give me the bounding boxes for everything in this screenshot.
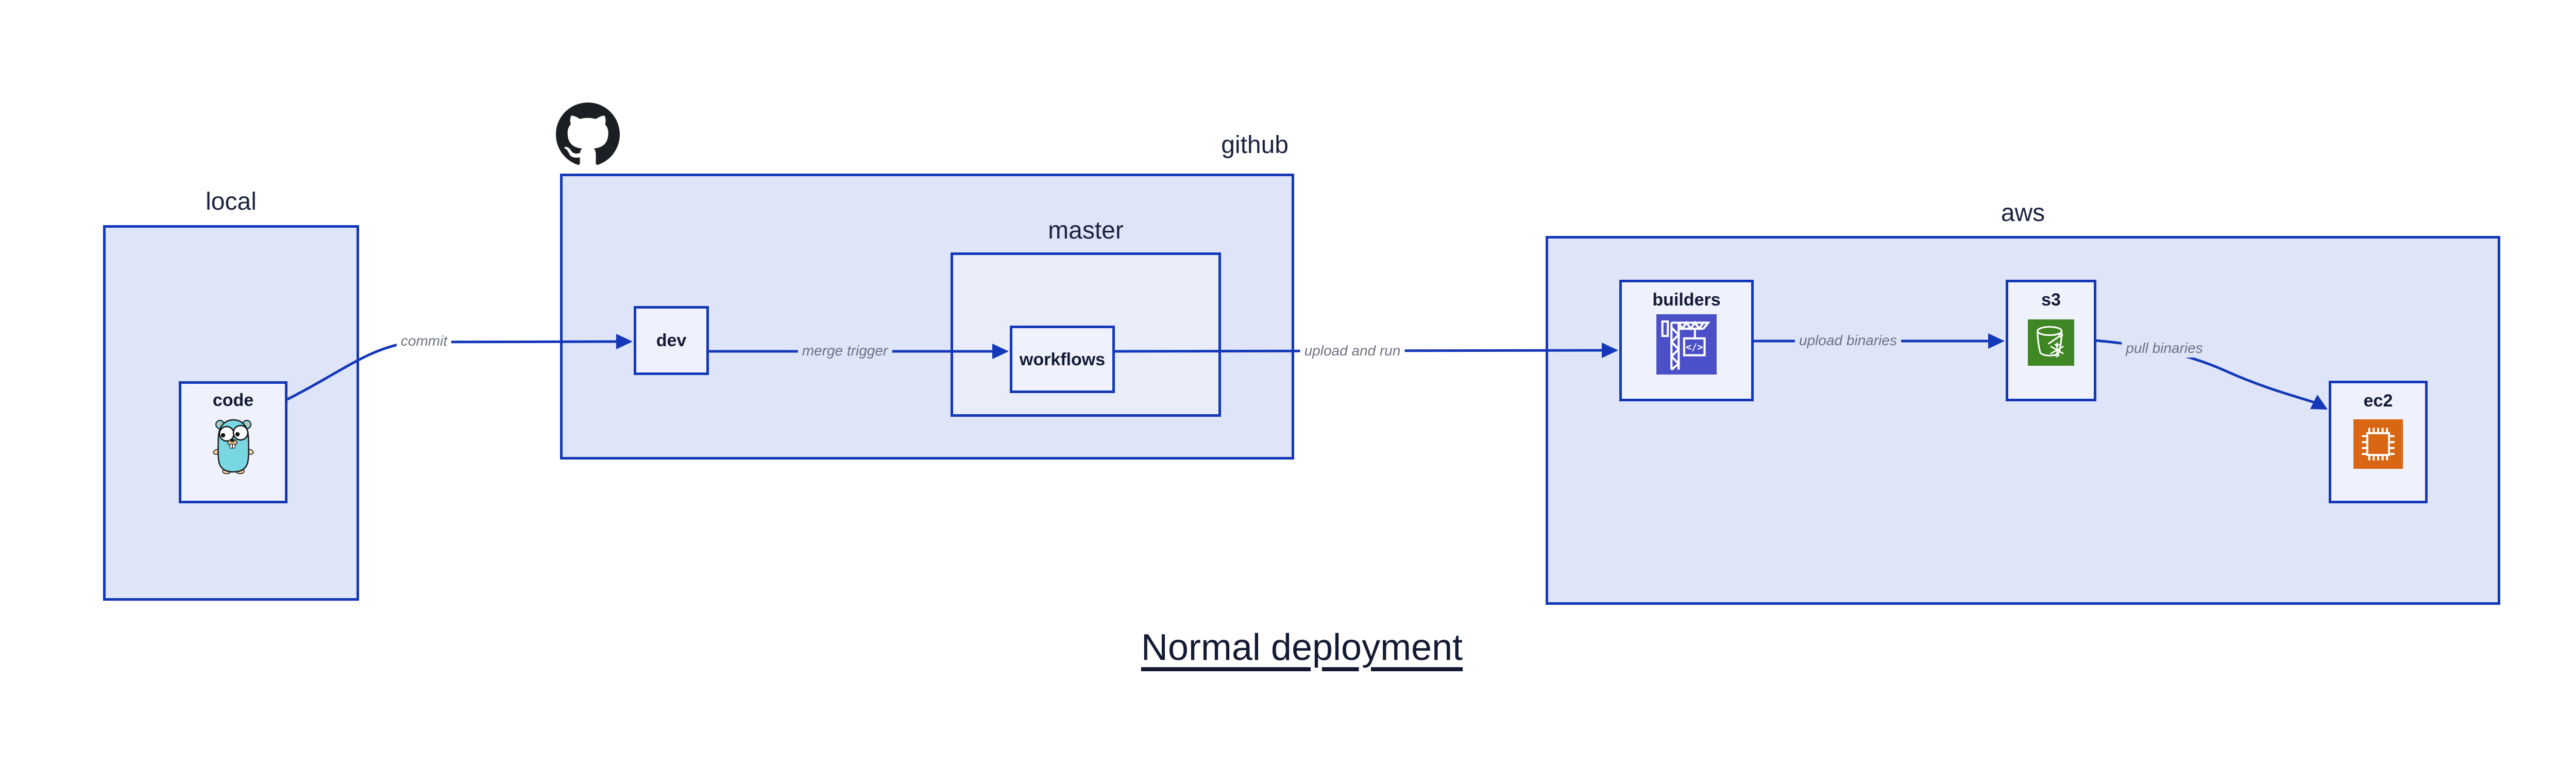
- group-label-aws: aws: [2001, 199, 2045, 227]
- edge-commit: [285, 334, 633, 401]
- gopher-icon: [212, 419, 254, 474]
- github-logo-icon: [556, 103, 620, 165]
- group-label-master: master: [1048, 217, 1124, 244]
- codebuild-crane-icon: </>: [1656, 314, 1717, 375]
- node-builders: builders </>: [1619, 280, 1754, 401]
- edge-label-pull-binaries: pull binaries: [2122, 339, 2207, 358]
- group-label-github: github: [1221, 131, 1289, 159]
- edge-label-upload-binaries: upload binaries: [1795, 331, 1901, 350]
- node-s3: s3: [2006, 280, 2096, 401]
- s3-bucket-icon: [2028, 319, 2074, 366]
- diagram-title: Normal deployment: [0, 626, 2576, 669]
- group-label-local: local: [206, 188, 257, 215]
- node-ec2: ec2: [2329, 381, 2428, 503]
- codebuild-box-code-text: </>: [1686, 342, 1703, 353]
- diagram-title-text: Normal deployment: [1141, 627, 1463, 668]
- node-s3-label: s3: [2041, 290, 2061, 310]
- node-workflows: workflows: [1010, 326, 1115, 393]
- node-ec2-label: ec2: [2363, 391, 2393, 411]
- edge-label-upload-and-run: upload and run: [1300, 342, 1405, 360]
- edge-label-merge-trigger: merge trigger: [798, 342, 892, 360]
- node-dev-label: dev: [656, 331, 687, 350]
- node-dev: dev: [634, 306, 709, 375]
- node-builders-label: builders: [1652, 290, 1721, 310]
- node-workflows-label: workflows: [1019, 349, 1106, 369]
- node-code-label: code: [212, 390, 254, 410]
- node-code: code: [179, 381, 287, 503]
- ec2-chip-icon: [2353, 419, 2403, 469]
- edge-label-commit: commit: [396, 332, 452, 350]
